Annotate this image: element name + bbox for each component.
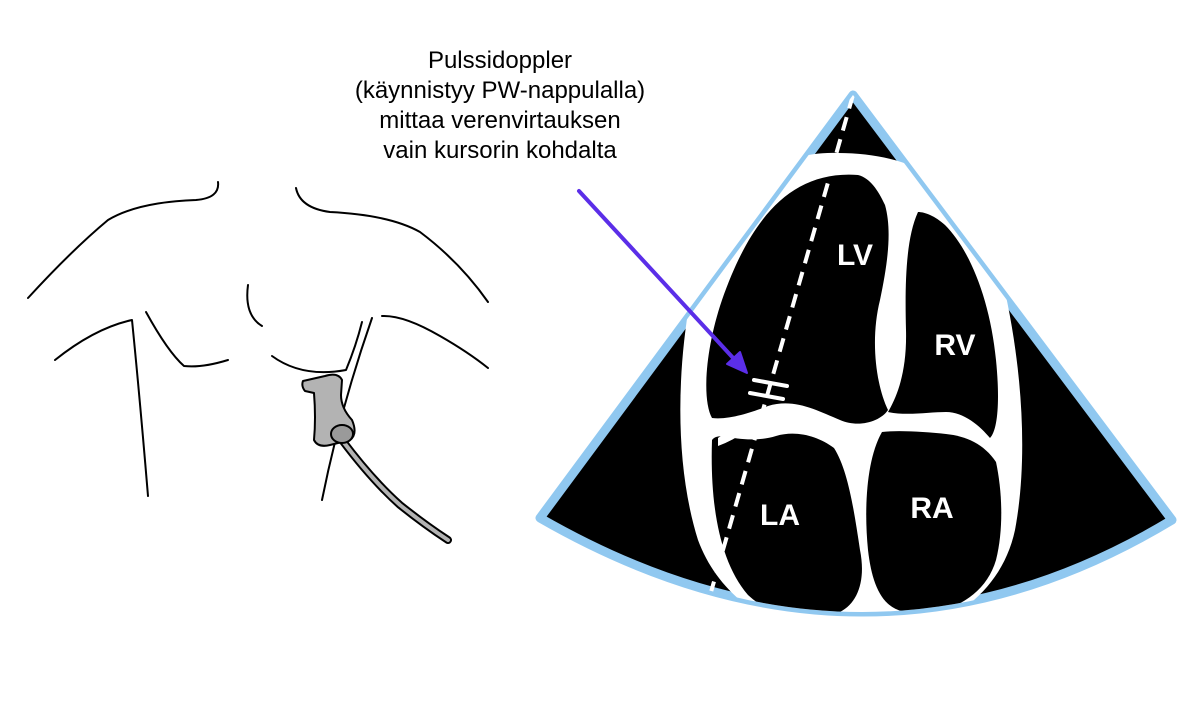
probe-cable-boot (330, 424, 354, 444)
neck-left-line (27, 181, 220, 299)
neck-right-line (295, 187, 489, 303)
rv-cavity (888, 212, 998, 438)
label-ra: RA (910, 492, 953, 525)
annotation-line-1: Pulssidoppler (427, 47, 573, 74)
annotation-line-4: vain kursorin kohdalta (383, 137, 617, 164)
ra-cavity (866, 431, 1002, 613)
left-chest-line (145, 311, 229, 368)
mitral-leaflet-notch (718, 430, 744, 446)
annotation-arrow (577, 189, 748, 374)
ultrasound-probe-icon (301, 373, 452, 544)
left-arm-line (54, 319, 149, 497)
label-la: LA (760, 499, 800, 532)
probe-cable-inner (340, 438, 450, 542)
right-chest-line (271, 321, 363, 374)
annotation-line-2: (käynnistyy PW-nappulalla) (354, 77, 646, 104)
label-lv: LV (837, 239, 873, 272)
annotation-line-3: mittaa verenvirtauksen (379, 107, 621, 134)
label-rv: RV (934, 329, 975, 362)
right-arm-line (381, 314, 489, 369)
tricuspid-leaflet-notch (960, 420, 990, 446)
ultrasound-sector: LV RV LA RA (535, 90, 1177, 617)
arrow-head (726, 351, 748, 374)
doppler-sample-gate-icon (748, 378, 789, 401)
lv-cavity (706, 174, 889, 424)
probe-cable (338, 436, 452, 544)
torso-outline (27, 181, 489, 501)
sternum-line (246, 284, 263, 327)
annotation-text: Pulssidoppler (käynnistyy PW-nappulalla)… (300, 46, 700, 166)
la-cavity (711, 433, 862, 613)
